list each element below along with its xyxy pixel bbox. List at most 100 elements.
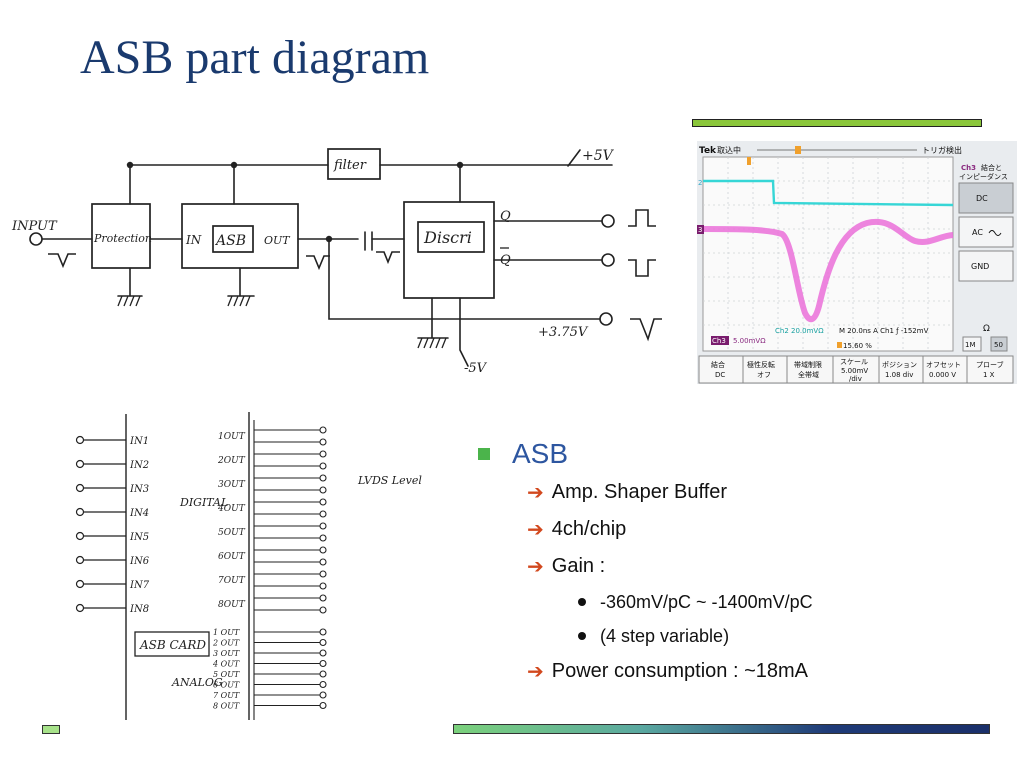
ch3-magenta-trace [702,218,954,323]
output-pin-terminal [319,680,327,689]
waveform-sketches [48,209,662,342]
output-pin-terminal [319,638,327,647]
arrow-right-icon: ➔ [527,556,544,578]
softkey-bandwidth-value: 全帯域 [798,370,819,379]
menu-title-channel: Ch3 [961,164,976,172]
schematic-blocks [91,148,495,299]
dot-bullet-icon [578,598,586,606]
softkey-position-label[interactable]: ポジション [882,361,917,369]
protection-block [91,203,151,269]
oscilloscope-screen: Tek 取込中 トリガ検出 2 3 Ch2 20.0mVΩ M 20.0ns A… [697,141,1017,384]
bullet-item-text: Power consumption : ~18mA [551,660,809,682]
ch3-marker: 3 [698,226,702,234]
ch2-marker: 2 [698,179,702,187]
square-bullet-icon [478,448,490,460]
input-pin-label: IN5 [129,532,149,543]
timebase-readout: M 20.0ns A Ch1 ƒ -152mV [839,327,929,335]
scope-state: 取込中 [717,145,741,155]
bullet-item: ➔ Gain : [527,548,996,585]
accent-bar-right [453,724,990,734]
junction-dots [126,161,464,243]
output-pin-terminal [319,462,327,470]
output-pin-terminal [319,628,327,636]
bullet-item-text: Amp. Shaper Buffer [551,481,728,503]
softkey-coupling-value: DC [715,371,725,379]
output-pin-label: 7 OUT [213,691,240,700]
output-pin-terminal [319,486,327,494]
output-pin-label: 4 OUT [212,660,240,669]
discri-label: Discri [423,228,472,247]
dot-bullet-icon [578,632,586,640]
coupling-gnd-button[interactable]: GND [971,262,989,271]
output-pin-terminal [319,691,327,699]
softkey-scale-unit: /div [849,375,862,383]
output-pin-terminal [319,670,327,678]
filter-label: filter [333,158,367,173]
arrow-right-icon: ➔ [527,519,544,541]
ac-wave-icon [988,230,1002,236]
softkey-invert-value: オフ [757,371,771,379]
impedance-symbol: Ω [983,324,990,334]
output-pin-label: 6 OUT [213,681,240,690]
input-pin-terminal [75,531,85,541]
output-pin-terminal [319,498,327,506]
accent-bar-left [42,725,60,734]
impedance-50-button[interactable]: 50 [994,341,1003,349]
q-bar-label: Q [500,253,511,268]
output-pin-label: 8 OUT [213,702,240,711]
asb-card-box [134,631,210,657]
scope-brand: Tek [699,146,717,156]
output-pin-terminal [319,426,327,434]
softkey-scale-label[interactable]: スケール [840,358,868,366]
input-pin-label: IN7 [129,580,150,591]
ch3-tag: Ch3 [712,337,726,345]
lvds-level-label: LVDS Level [357,474,422,487]
bullet-item: ➔ 4ch/chip [527,511,996,548]
ch3-scale-readout: 5.00mVΩ [733,337,766,345]
input-pin-terminal [75,483,85,493]
bullet-subitem: -360mV/pC ~ -1400mV/pC [578,585,996,619]
asb-block-schematic: INPUT Protection IN ASB OUT filter Discr… [11,148,662,376]
output-pin-label: 7OUT [218,576,246,586]
asb-card-pin-diagram: ASB CARD DIGITAL ANALOG LVDS Level IN1IN… [75,412,422,720]
asb-in-label: IN [185,233,202,247]
softkey-probe-label[interactable]: プローブ [976,360,1004,369]
output-pin-label: 1 OUT [213,628,240,637]
analog-label: ANALOG [171,676,223,689]
output-pin-label: 5 OUT [213,670,240,679]
bullet-item-text: Gain : [551,555,606,577]
input-pin-terminal [75,435,85,445]
ch2-scale-readout: Ch2 20.0mVΩ [775,327,824,335]
plus375v-label: +3.75V [538,325,589,340]
discri-block [403,201,495,299]
softkey-coupling-label[interactable]: 結合 [711,360,725,369]
coupling-ac-button[interactable]: AC [972,228,983,237]
output-pin-label: 2OUT [217,456,246,466]
bullet-subitem: (4 step variable) [578,619,996,653]
coupling-dc-button[interactable]: DC [976,194,988,203]
asb-out-label: OUT [264,234,291,247]
softkey-offset-label[interactable]: オフセット [926,361,961,369]
softkey-invert-label[interactable]: 極性反転 [747,360,775,369]
softkey-bandwidth-label[interactable]: 帯域制限 [794,360,822,369]
input-pin-label: IN2 [129,460,149,471]
schematic-wiring [41,149,613,367]
input-pin-terminal [75,555,85,565]
softkey-position-value: 1.08 div [885,371,913,379]
output-pin-terminal [319,474,327,482]
output-pin-terminal [319,450,327,458]
input-pin-terminal [75,507,85,517]
output-pin-label: 8OUT [218,600,246,610]
input-pin-terminal [75,603,85,613]
menu-title-line1: 結合と [981,163,1002,172]
pin-rows: IN1IN2IN3IN4IN5IN6IN7IN81OUT2OUT3OUT4OUT… [75,426,327,711]
output-pin-label: 3 OUT [213,649,240,658]
impedance-1m-button[interactable]: 1M [965,341,976,349]
input-pin-terminal [75,579,85,589]
output-pin-terminal [319,558,327,566]
q-label: Q [500,209,511,224]
input-pin-label: IN3 [129,484,149,495]
output-pin-label: 1OUT [218,432,246,442]
output-terminals [29,214,615,326]
bullet-list: ASB ➔ Amp. Shaper Buffer ➔ 4ch/chip ➔ Ga… [476,434,996,690]
